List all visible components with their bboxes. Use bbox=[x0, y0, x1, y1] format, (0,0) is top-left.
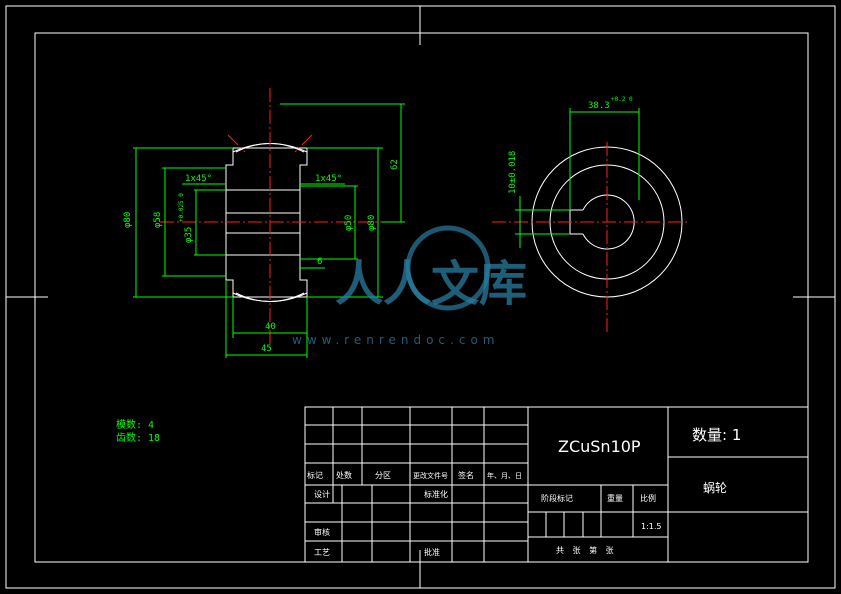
dim-phi80-right: φ80 bbox=[367, 215, 377, 231]
throat-centerline-left bbox=[227, 134, 246, 153]
front-view: φ80 φ58 φ35 +0.025 0 1x45° 1x45° φ50 φ80… bbox=[123, 88, 405, 358]
label-stage-mark: 阶段标记 bbox=[541, 493, 573, 503]
label-mark: 标记 bbox=[307, 470, 323, 480]
dim-6: 6 bbox=[317, 257, 322, 267]
part-name: 蜗轮 bbox=[703, 480, 727, 495]
sheet-info: 共 张 第 张 bbox=[556, 545, 617, 555]
label-change-doc: 更改文件号 bbox=[413, 471, 448, 480]
dim-62: 62 bbox=[390, 159, 400, 170]
note-teeth: 齿数: 18 bbox=[116, 431, 160, 444]
dim-keyway-width: 38.3 bbox=[588, 101, 610, 111]
dim-keyway-depth: 10±0.018 bbox=[508, 151, 518, 194]
label-scale: 比例 bbox=[640, 493, 656, 503]
bore-section-hatch bbox=[225, 212, 301, 234]
label-count: 处数 bbox=[336, 470, 352, 480]
throat-centerline-right bbox=[294, 134, 313, 153]
label-standardize: 标准化 bbox=[424, 489, 448, 499]
dim-keyway-width-tol: +0.2 0 bbox=[611, 96, 633, 103]
note-module: 模数: 4 bbox=[116, 418, 154, 431]
watermark-brand: 人人文库 bbox=[335, 256, 527, 312]
label-process: 工艺 bbox=[314, 548, 330, 557]
material: ZCuSn10P bbox=[558, 437, 641, 456]
watermark-logo-icon bbox=[405, 225, 491, 311]
dim-phi50: φ50 bbox=[344, 215, 354, 231]
dim-phi58: φ58 bbox=[153, 212, 163, 228]
dim-phi35-tolerance: +0.025 0 bbox=[178, 193, 185, 222]
scale-value: 1:1.5 bbox=[641, 522, 662, 531]
label-weight: 重量 bbox=[607, 493, 623, 503]
label-design: 设计 bbox=[314, 489, 330, 499]
label-signature: 签名 bbox=[458, 470, 474, 480]
dim-phi80-left: φ80 bbox=[123, 212, 133, 228]
dim-chamfer-right: 1x45° bbox=[315, 174, 342, 184]
label-approve: 批准 bbox=[424, 547, 440, 557]
dim-40: 40 bbox=[265, 322, 276, 332]
dim-45: 45 bbox=[261, 344, 272, 354]
dim-chamfer-left: 1x45° bbox=[185, 174, 212, 184]
quantity: 数量: 1 bbox=[692, 426, 741, 444]
watermark: 人人文库 www.renrendoc.com bbox=[292, 225, 527, 347]
label-date: 年、月、日 bbox=[487, 471, 522, 480]
dim-phi35: φ35 bbox=[184, 227, 194, 243]
watermark-url: www.renrendoc.com bbox=[292, 333, 499, 347]
label-review: 审核 bbox=[314, 527, 330, 537]
side-view: 38.3 +0.2 0 10±0.018 bbox=[492, 96, 690, 335]
title-block: 标记 处数 分区 更改文件号 签名 年、月、日 设计 标准化 审核 工艺 批准 … bbox=[304, 406, 809, 563]
lower-section-hatch bbox=[225, 254, 308, 302]
label-zone: 分区 bbox=[375, 471, 391, 480]
